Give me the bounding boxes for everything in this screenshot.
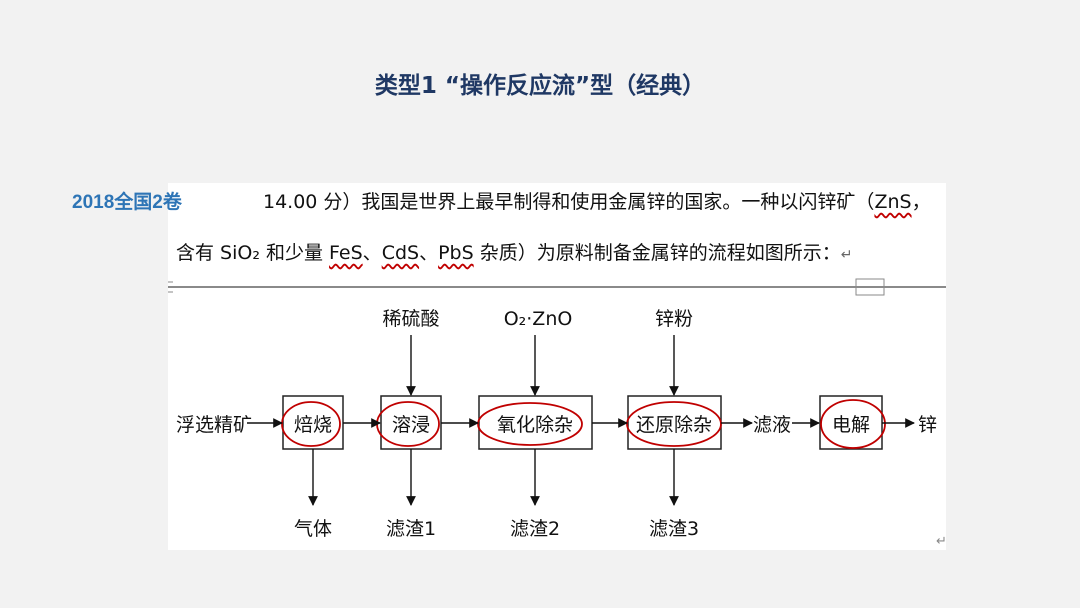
problem-line-1: 14.00 分）我国是世界上最早制得和使用金属锌的国家。一种以闪锌矿（ZnS， bbox=[263, 187, 931, 214]
label-step-electrolysis: 电解 bbox=[832, 414, 870, 436]
flow-diagram: 浮选精矿 焙烧 溶浸 氧化除杂 还原除杂 滤液 电解 锌 稀硫酸 O₂·ZnO … bbox=[168, 278, 946, 549]
label-input-oxygen: O₂·ZnO bbox=[504, 308, 573, 330]
label-output-residue1: 滤渣1 bbox=[386, 518, 436, 540]
fes-formula: FeS bbox=[329, 242, 363, 264]
label-output-residue3: 滤渣3 bbox=[649, 518, 699, 540]
paragraph-mark: ↵ bbox=[840, 247, 853, 263]
label-step-leach: 溶浸 bbox=[392, 414, 430, 436]
label-step-roast: 焙烧 bbox=[294, 414, 332, 436]
slide-title: 类型1 “操作反应流”型（经典） bbox=[374, 73, 706, 99]
end-mark: ↵ bbox=[936, 534, 946, 549]
zns-formula: ZnS bbox=[874, 191, 912, 213]
problem-line-1-text: 14.00 分）我国是世界上最早制得和使用金属锌的国家。一种以闪锌矿（ bbox=[263, 191, 875, 213]
ruler-marker bbox=[855, 278, 885, 296]
problem-line-1-end: ， bbox=[911, 191, 931, 213]
source-tag: 2018全国2卷 bbox=[72, 192, 182, 213]
highlight-electrolysis bbox=[820, 399, 886, 449]
label-output-gas: 气体 bbox=[294, 518, 332, 540]
label-input-zinc-powder: 锌粉 bbox=[655, 308, 693, 330]
label-product-zinc: 锌 bbox=[918, 414, 937, 436]
separator-1: 、 bbox=[362, 242, 382, 264]
label-step-oxidize: 氧化除杂 bbox=[497, 414, 573, 436]
pbs-formula: PbS bbox=[438, 242, 474, 264]
label-input-acid: 稀硫酸 bbox=[382, 308, 439, 330]
problem-line-2-b: 杂质）为原料制备金属锌的流程如图所示： bbox=[473, 242, 841, 264]
label-output-residue2: 滤渣2 bbox=[510, 518, 560, 540]
cds-formula: CdS bbox=[381, 242, 420, 264]
problem-line-2: 含有 SiO₂ 和少量 FeS、CdS、PbS 杂质）为原料制备金属锌的流程如图… bbox=[176, 238, 852, 265]
label-filtrate: 滤液 bbox=[753, 414, 791, 436]
separator-2: 、 bbox=[419, 242, 439, 264]
problem-scan: 14.00 分）我国是世界上最早制得和使用金属锌的国家。一种以闪锌矿（ZnS， … bbox=[168, 183, 946, 550]
label-start-material: 浮选精矿 bbox=[176, 414, 252, 436]
problem-line-2-a: 含有 SiO₂ 和少量 bbox=[176, 242, 330, 264]
label-step-reduce: 还原除杂 bbox=[636, 414, 712, 436]
